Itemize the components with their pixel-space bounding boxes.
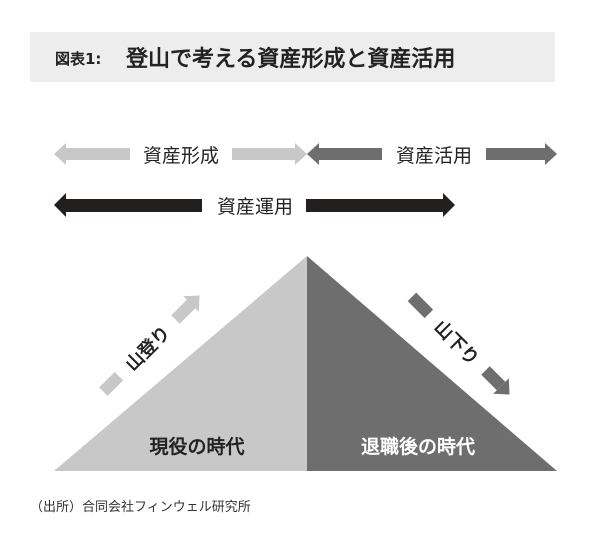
retirement-era-label: 退職後の時代 [361,435,475,458]
utilization-label: 資産活用 [396,145,472,167]
utilization-arrow [307,143,557,165]
mountain-left [54,256,307,471]
descent-label: 山下り [430,317,483,370]
title-main: 登山で考える資産形成と資産活用 [125,46,455,72]
title-box [30,32,555,82]
current-era-label: 現役の時代 [149,435,244,458]
source-note: （出所）合同会社フィンウェル研究所 [30,499,251,515]
title-prefix: 図表1: [55,50,101,68]
climb-label: 山登り [121,322,175,376]
management-arrow [54,193,455,217]
formation-arrow [54,143,307,165]
mountain-right [307,256,557,471]
management-label: 資産運用 [217,196,293,218]
formation-label: 資産形成 [143,145,219,167]
